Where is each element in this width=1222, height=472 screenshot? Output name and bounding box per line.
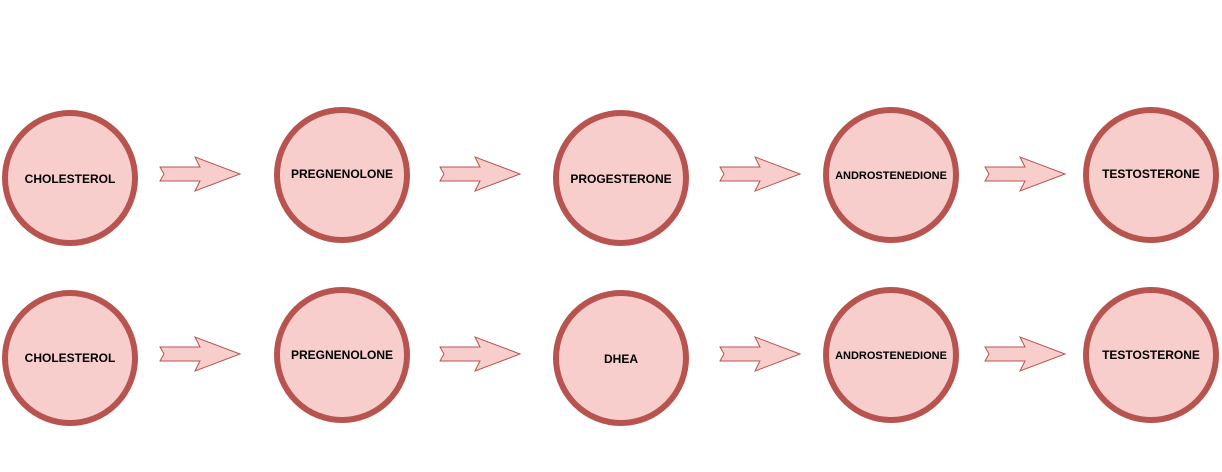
node-progesterone[interactable]: PROGESTERONE — [553, 110, 689, 246]
arrow — [984, 156, 1067, 192]
arrow — [719, 156, 802, 192]
arrow — [159, 156, 242, 192]
node-testosterone[interactable]: TESTOSTERONE — [1083, 107, 1219, 243]
arrow — [159, 336, 242, 372]
node-cholesterol[interactable]: CHOLESTEROL — [2, 110, 138, 246]
node-label: PREGNENOLONE — [291, 348, 393, 362]
node-label: TESTOSTERONE — [1102, 167, 1200, 181]
pathway-row-1: CHOLESTEROL PREGNENOLONE PROGESTERONE AN… — [2, 107, 1219, 246]
node-label: TESTOSTERONE — [1102, 348, 1200, 362]
node-pregnenolone[interactable]: PREGNENOLONE — [274, 287, 410, 423]
arrow — [439, 336, 522, 372]
node-dhea[interactable]: DHEA — [553, 290, 689, 426]
node-label: ANDROSTENEDIONE — [835, 170, 947, 182]
arrow — [984, 336, 1067, 372]
node-cholesterol[interactable]: CHOLESTEROL — [2, 290, 138, 426]
arrow — [439, 156, 522, 192]
node-androstenedione[interactable]: ANDROSTENEDIONE — [823, 107, 959, 243]
pathway-row-2: CHOLESTEROL PREGNENOLONE DHEA ANDROSTENE… — [2, 287, 1219, 426]
arrow — [719, 336, 802, 372]
node-label: ANDROSTENEDIONE — [835, 350, 947, 362]
node-label: DHEA — [604, 352, 638, 366]
node-androstenedione[interactable]: ANDROSTENEDIONE — [823, 287, 959, 423]
node-label: CHOLESTEROL — [25, 172, 116, 186]
node-pregnenolone[interactable]: PREGNENOLONE — [274, 107, 410, 243]
node-label: CHOLESTEROL — [25, 351, 116, 365]
node-label: PREGNENOLONE — [291, 167, 393, 181]
node-testosterone[interactable]: TESTOSTERONE — [1083, 287, 1219, 423]
node-label: PROGESTERONE — [570, 172, 671, 186]
